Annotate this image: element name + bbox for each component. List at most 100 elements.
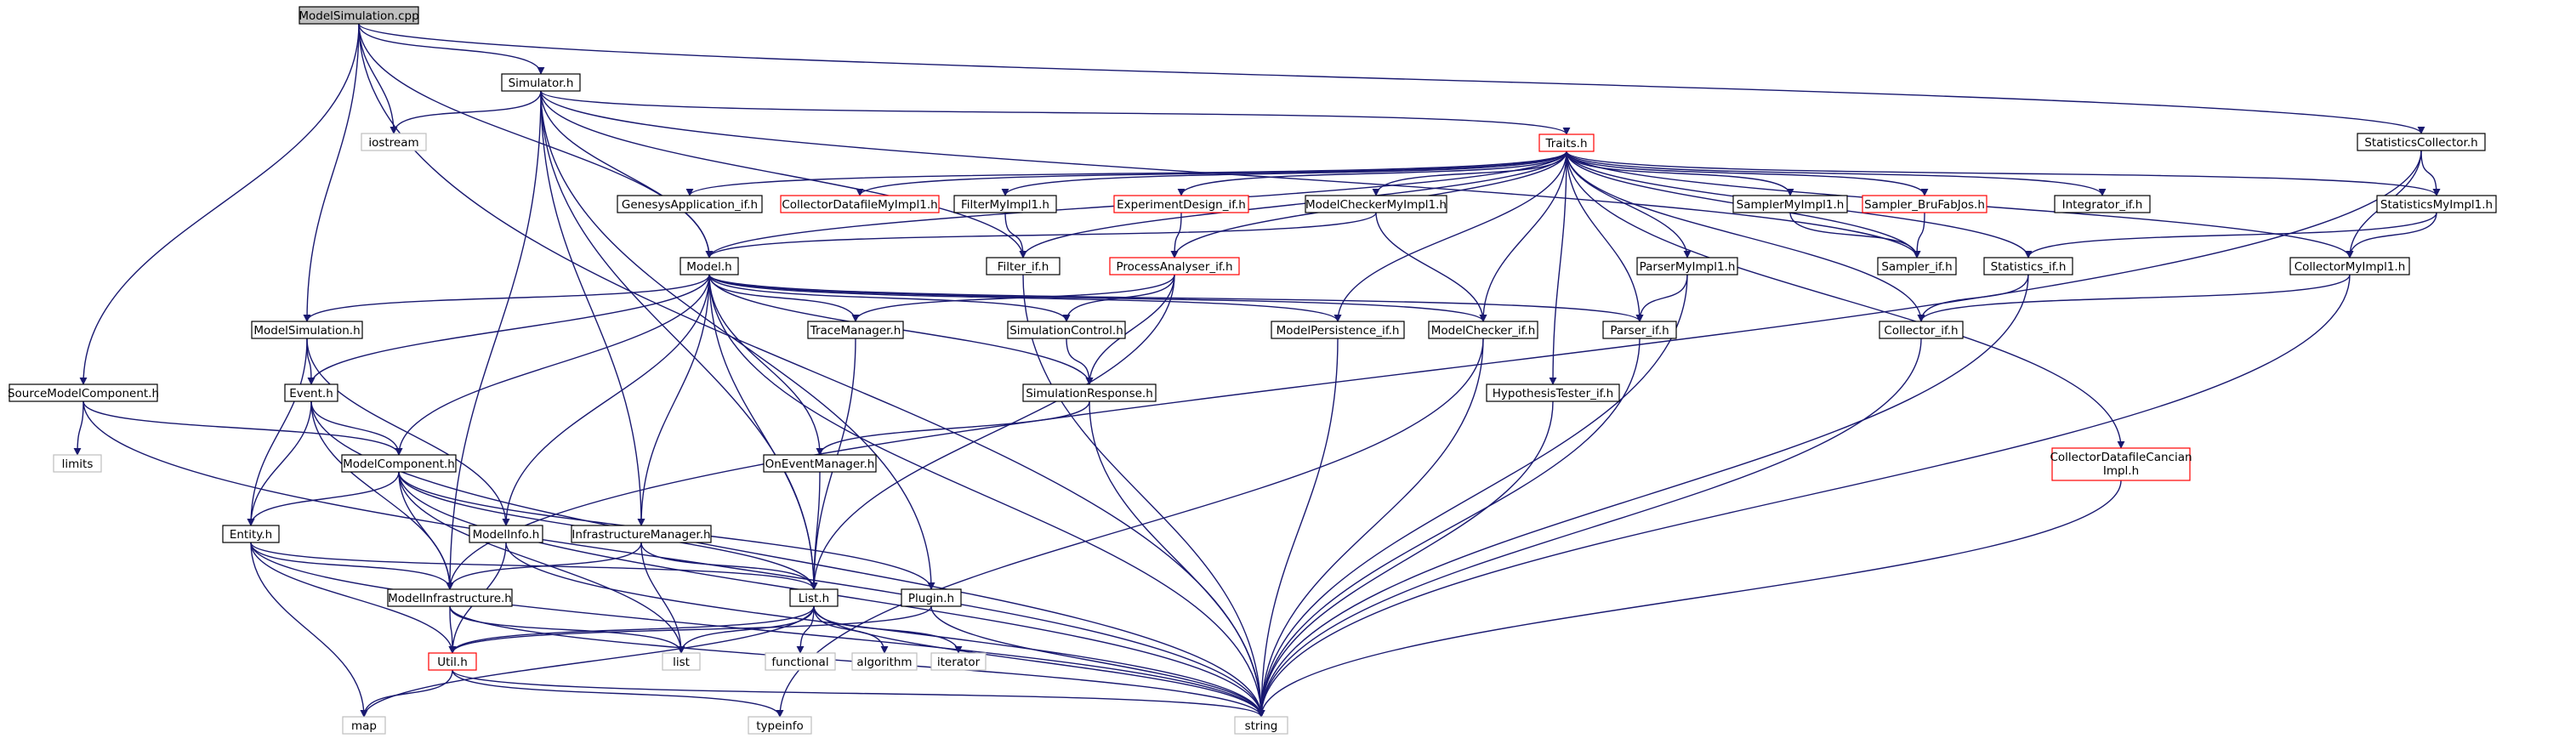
node-box [1428, 321, 1538, 339]
edge-SimulationResponse_h-to-OnEventManager_h [816, 400, 1090, 456]
node-label: Sampler_BruFabJos.h [1864, 198, 1985, 212]
node-label: Sampler_if.h [1881, 260, 1952, 274]
node-processanalyser-if-h[interactable]: ProcessAnalyser_if.h [1109, 257, 1240, 275]
node-parsermyimpl1-h[interactable]: ParserMyImpl1.h [1636, 257, 1738, 275]
node-modelinfo-h[interactable]: ModelInfo.h [469, 525, 543, 543]
node-util-h[interactable]: Util.h [428, 652, 477, 671]
node-limits[interactable]: limits [53, 454, 102, 473]
node-parser-if-h[interactable]: Parser_if.h [1602, 321, 1677, 339]
edge-ProcessAnalyser_if_h-to-SimulationResponse_h [1085, 274, 1175, 385]
node-label: Statistics_if.h [1991, 260, 2067, 274]
node-box [501, 73, 581, 92]
node-filter-if-h[interactable]: Filter_if.h [986, 257, 1061, 275]
node-list[interactable]: list [662, 652, 701, 671]
node-oneventmanager-h[interactable]: OnEventManager.h [763, 454, 877, 473]
node-collector-if-h[interactable]: Collector_if.h [1879, 321, 1964, 339]
edge-Model_h-to-Parser_if_h [708, 274, 1644, 322]
node-label: map [351, 719, 377, 733]
node-model-h[interactable]: Model.h [680, 257, 739, 275]
node-modelcheckermyimpl1-h[interactable]: ModelCheckerMyImpl1.h [1305, 195, 1447, 213]
edge-List_h-to-string [813, 605, 1265, 718]
node-hypothesistester-if-h[interactable]: HypothesisTester_if.h [1486, 383, 1620, 402]
node-functional[interactable]: functional [765, 652, 836, 671]
node-genesysapplication-if-h[interactable]: GenesysApplication_if.h [617, 195, 763, 213]
node-algorithm[interactable]: algorithm [851, 652, 918, 671]
node-sampler-if-h[interactable]: Sampler_if.h [1877, 257, 1957, 275]
edge-ExperimentDesign_if_h-to-ProcessAnalyser_if_h [1170, 212, 1182, 258]
edge-StatisticsCollector_h-to-StatisticsMyImpl1_h [2420, 150, 2441, 196]
node-plugin-h[interactable]: Plugin.h [901, 588, 962, 607]
edge-List_h-to-algorithm [813, 605, 889, 654]
node-tracemanager-h[interactable]: TraceManager.h [807, 321, 904, 339]
node-simulator-h[interactable]: Simulator.h [501, 73, 581, 92]
node-list-h[interactable]: List.h [789, 588, 839, 607]
node-box [2051, 447, 2191, 481]
node-box [1305, 195, 1447, 213]
edge-CollectorMyImpl1_h-to-string [1257, 274, 2351, 718]
edge-Sampler_BruFabJos_h-to-Sampler_if_h [1913, 212, 1925, 258]
edge-ModelInfrastructure_h-to-Util_h [448, 605, 457, 654]
node-modelchecker-if-h[interactable]: ModelChecker_if.h [1428, 321, 1538, 339]
node-label: StatisticsCollector.h [2364, 136, 2477, 150]
node-label: TraceManager.h [810, 324, 901, 338]
node-label: CollectorMyImpl1.h [2295, 260, 2406, 274]
node-traits-h[interactable]: Traits.h [1538, 133, 1595, 152]
node-label: functional [771, 656, 828, 669]
node-modelsimulation-h[interactable]: ModelSimulation.h [251, 321, 363, 339]
node-modelcomponent-h[interactable]: ModelComponent.h [341, 454, 457, 473]
dependency-edges [73, 23, 2441, 718]
node-iostream[interactable]: iostream [361, 133, 427, 151]
node-modelinfrastructure-h[interactable]: ModelInfrastructure.h [387, 588, 513, 607]
node-typeinfo[interactable]: typeinfo [748, 716, 812, 735]
node-box [9, 383, 158, 402]
node-box [765, 652, 836, 671]
node-label: FilterMyImpl1.h [961, 198, 1049, 212]
node-simulationresponse-h[interactable]: SimulationResponse.h [1022, 383, 1157, 402]
node-box [2054, 195, 2151, 213]
node-sampler-brufabjos-h[interactable]: Sampler_BruFabJos.h [1862, 195, 1987, 213]
node-samplermyimpl1-h[interactable]: SamplerMyImpl1.h [1732, 195, 1848, 213]
node-filtermyimpl1-h[interactable]: FilterMyImpl1.h [953, 195, 1057, 213]
node-box [1636, 257, 1738, 275]
node-label: SamplerMyImpl1.h [1737, 198, 1845, 212]
edge-List_h-to-list [677, 605, 815, 654]
node-statisticscollector-h[interactable]: StatisticsCollector.h [2357, 133, 2486, 151]
node-modelsimulation-cpp[interactable]: ModelSimulation.cpp [299, 6, 419, 25]
edge-Traits_h-to-SamplerMyImpl1_h [1566, 151, 1794, 196]
node-label: Model.h [686, 260, 731, 274]
node-infrastructuremanager-h[interactable]: InfrastructureManager.h [571, 525, 712, 543]
node-iterator[interactable]: iterator [930, 652, 987, 671]
node-statistics-if-h[interactable]: Statistics_if.h [1983, 257, 2073, 275]
node-event-h[interactable]: Event.h [284, 383, 338, 402]
edge-Entity_h-to-string [250, 542, 1265, 718]
edge-ModelSimulation_cpp-to-ModelSimulation_h [303, 23, 360, 322]
node-string[interactable]: string [1234, 716, 1288, 735]
node-box [1877, 257, 1957, 275]
node-integrator-if-h[interactable]: Integrator_if.h [2054, 195, 2151, 213]
edge-Model_h-to-ModelChecker_if_h [708, 274, 1487, 322]
node-collectormyimpl1-h[interactable]: CollectorMyImpl1.h [2289, 257, 2410, 275]
node-map[interactable]: map [342, 716, 386, 735]
node-label: iostream [368, 136, 418, 150]
edge-ProcessAnalyser_if_h-to-SimulationControl_h [1062, 274, 1175, 322]
node-box [1109, 257, 1240, 275]
node-experimentdesign-if-h[interactable]: ExperimentDesign_if.h [1113, 195, 1249, 213]
node-modelpersistence-if-h[interactable]: ModelPersistence_if.h [1271, 321, 1405, 339]
node-label: ModelInfrastructure.h [388, 592, 512, 605]
node-sourcemodelcomponent-h[interactable]: SourceModelComponent.h [8, 383, 159, 402]
edge-Entity_h-to-Util_h [250, 542, 457, 654]
edge-InfrastructureManager_h-to-ModelInfrastructure_h [446, 542, 642, 590]
node-label: ExperimentDesign_if.h [1117, 198, 1246, 212]
node-entity-h[interactable]: Entity.h [222, 525, 280, 543]
edge-Statistics_if_h-to-string [1257, 274, 2029, 718]
node-label: Parser_if.h [1610, 324, 1669, 338]
edge-ModelSimulation_cpp-to-string [358, 23, 1265, 718]
edge-Traits_h-to-CollectorDatafileCancianImpl_h [1566, 151, 2125, 449]
node-simulationcontrol-h[interactable]: SimulationControl.h [1007, 321, 1126, 339]
edge-Simulator_h-to-InfrastructureManager_h [540, 90, 645, 526]
edge-Traits_h-to-FilterMyImpl1_h [1001, 151, 1567, 196]
node-collectordatafilemyimpl1-h[interactable]: CollectorDatafileMyImpl1.h [780, 195, 940, 213]
node-statisticsmyimpl1-h[interactable]: StatisticsMyImpl1.h [2376, 195, 2497, 213]
